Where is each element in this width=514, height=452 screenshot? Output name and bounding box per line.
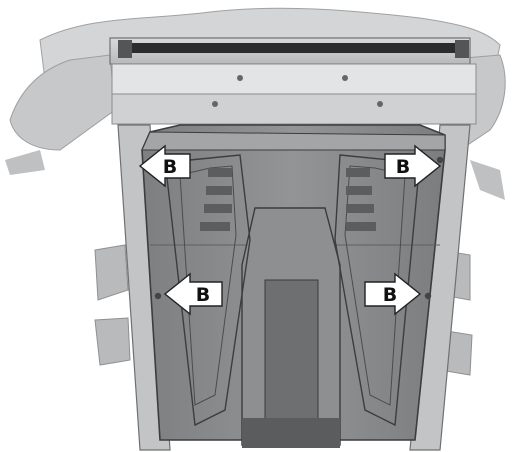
callout-label: B [396, 156, 410, 178]
front-crossmember [109, 37, 477, 125]
callout-lower-left: B [163, 272, 223, 316]
callout-upper-right: B [384, 144, 442, 188]
callout-upper-left: B [138, 144, 191, 188]
skid-plate [141, 124, 446, 448]
right-arrow-icon [384, 144, 442, 188]
right-arrow-icon [364, 272, 422, 316]
left-arrow-icon [163, 272, 223, 316]
callout-label: B [196, 284, 210, 306]
callout-lower-right: B [364, 272, 422, 316]
left-arrow-icon [138, 144, 191, 188]
callout-label: B [383, 284, 397, 306]
callout-label: B [163, 156, 177, 178]
